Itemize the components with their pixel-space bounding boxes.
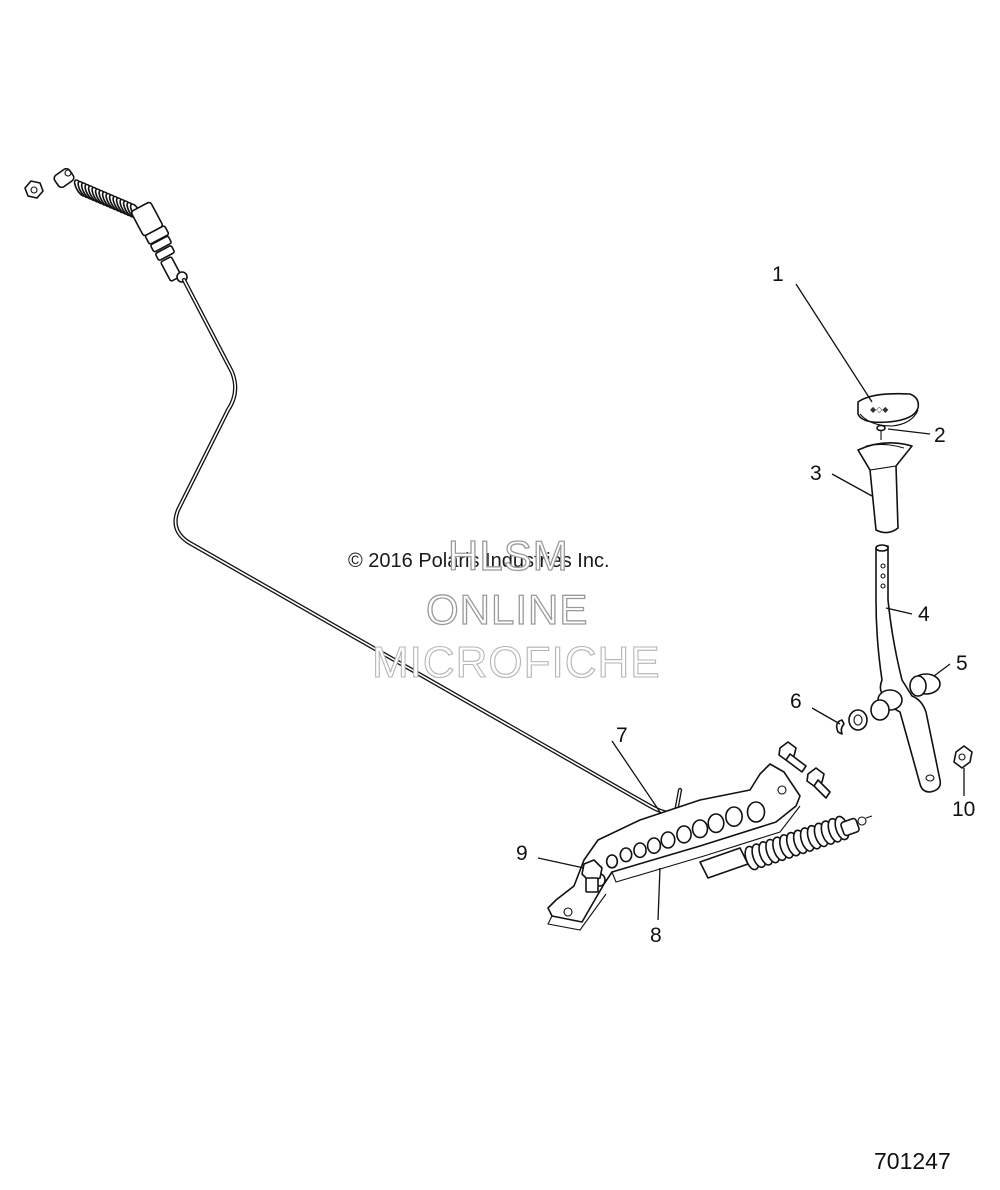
- shift-knob-cap: ◆◇◆: [857, 392, 920, 427]
- cable-collar: [130, 201, 188, 283]
- callout-5: 5: [956, 652, 968, 675]
- copyright-notice: © 2016 Polaris Industries Inc.: [348, 550, 610, 572]
- svg-text:◆◇◆: ◆◇◆: [870, 405, 889, 414]
- watermark-line-3: MICROFICHE: [371, 637, 661, 687]
- shifter-bracket: [547, 763, 801, 931]
- callout-7: 7: [616, 724, 628, 747]
- callout-9: 9: [516, 842, 528, 865]
- cable-boot: [73, 179, 143, 221]
- callout-2: 2: [934, 424, 946, 447]
- leader-lines: [537, 283, 965, 921]
- callout-labels: 1 2 3 4 5 6 7 8 9 10: [516, 263, 975, 947]
- pivot-bushing: [909, 673, 941, 697]
- callout-3: 3: [810, 462, 822, 485]
- bracket-holes: [594, 801, 766, 887]
- transmission-cable-end: [699, 815, 873, 879]
- callout-4: 4: [918, 603, 930, 626]
- callout-10: 10: [952, 798, 975, 821]
- shift-lever: [875, 544, 942, 793]
- cable-end-fitting: [53, 167, 75, 189]
- callout-8: 8: [650, 924, 662, 947]
- bracket-bolt-lower: [806, 767, 831, 799]
- callout-1: 1: [772, 263, 784, 286]
- shift-knob: [857, 442, 913, 534]
- shift-cable: [24, 167, 683, 816]
- bracket-bolt-upper: [778, 741, 807, 773]
- cable-end-nut: [24, 180, 44, 199]
- watermark-line-2: ONLINE: [425, 585, 589, 633]
- document-number: 701247: [874, 1148, 951, 1174]
- bolt-9: [581, 859, 603, 893]
- watermark-line-1: HLSM: [447, 531, 569, 579]
- knob-screw: [876, 424, 886, 440]
- callout-6: 6: [790, 690, 802, 713]
- lock-nut: [953, 745, 973, 769]
- washer-and-clip: [835, 699, 890, 735]
